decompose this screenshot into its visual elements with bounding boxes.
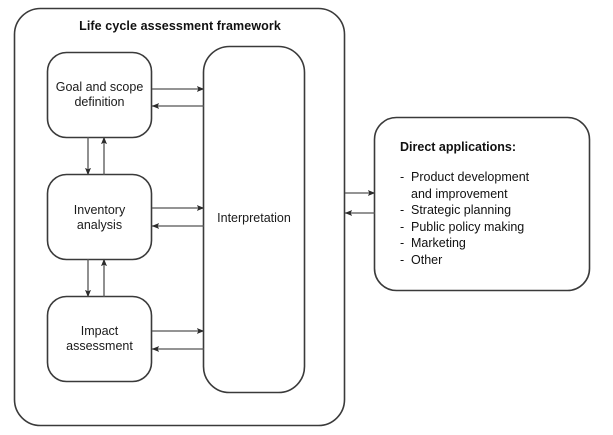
direct-applications-item: Other — [400, 252, 575, 269]
framework-title: Life cycle assessment framework — [79, 19, 281, 33]
inventory-analysis-box — [46, 173, 153, 261]
impact-assessment-box — [46, 295, 153, 383]
direct-applications-item: Strategic planning — [400, 202, 575, 219]
goal-scope-box — [46, 51, 153, 139]
direct-applications-box — [373, 116, 591, 292]
direct-applications-item: Product development and improvement — [400, 169, 575, 202]
direct-applications-item: Public policy making — [400, 219, 575, 236]
direct-applications-list: Product development and improvementStrat… — [400, 169, 575, 268]
direct-applications-panel: Direct applications: Product development… — [400, 140, 575, 268]
direct-applications-heading: Direct applications: — [400, 140, 516, 154]
interpretation-box — [202, 45, 306, 394]
framework-outer-boundary — [13, 7, 346, 427]
direct-applications-item: Marketing — [400, 235, 575, 252]
